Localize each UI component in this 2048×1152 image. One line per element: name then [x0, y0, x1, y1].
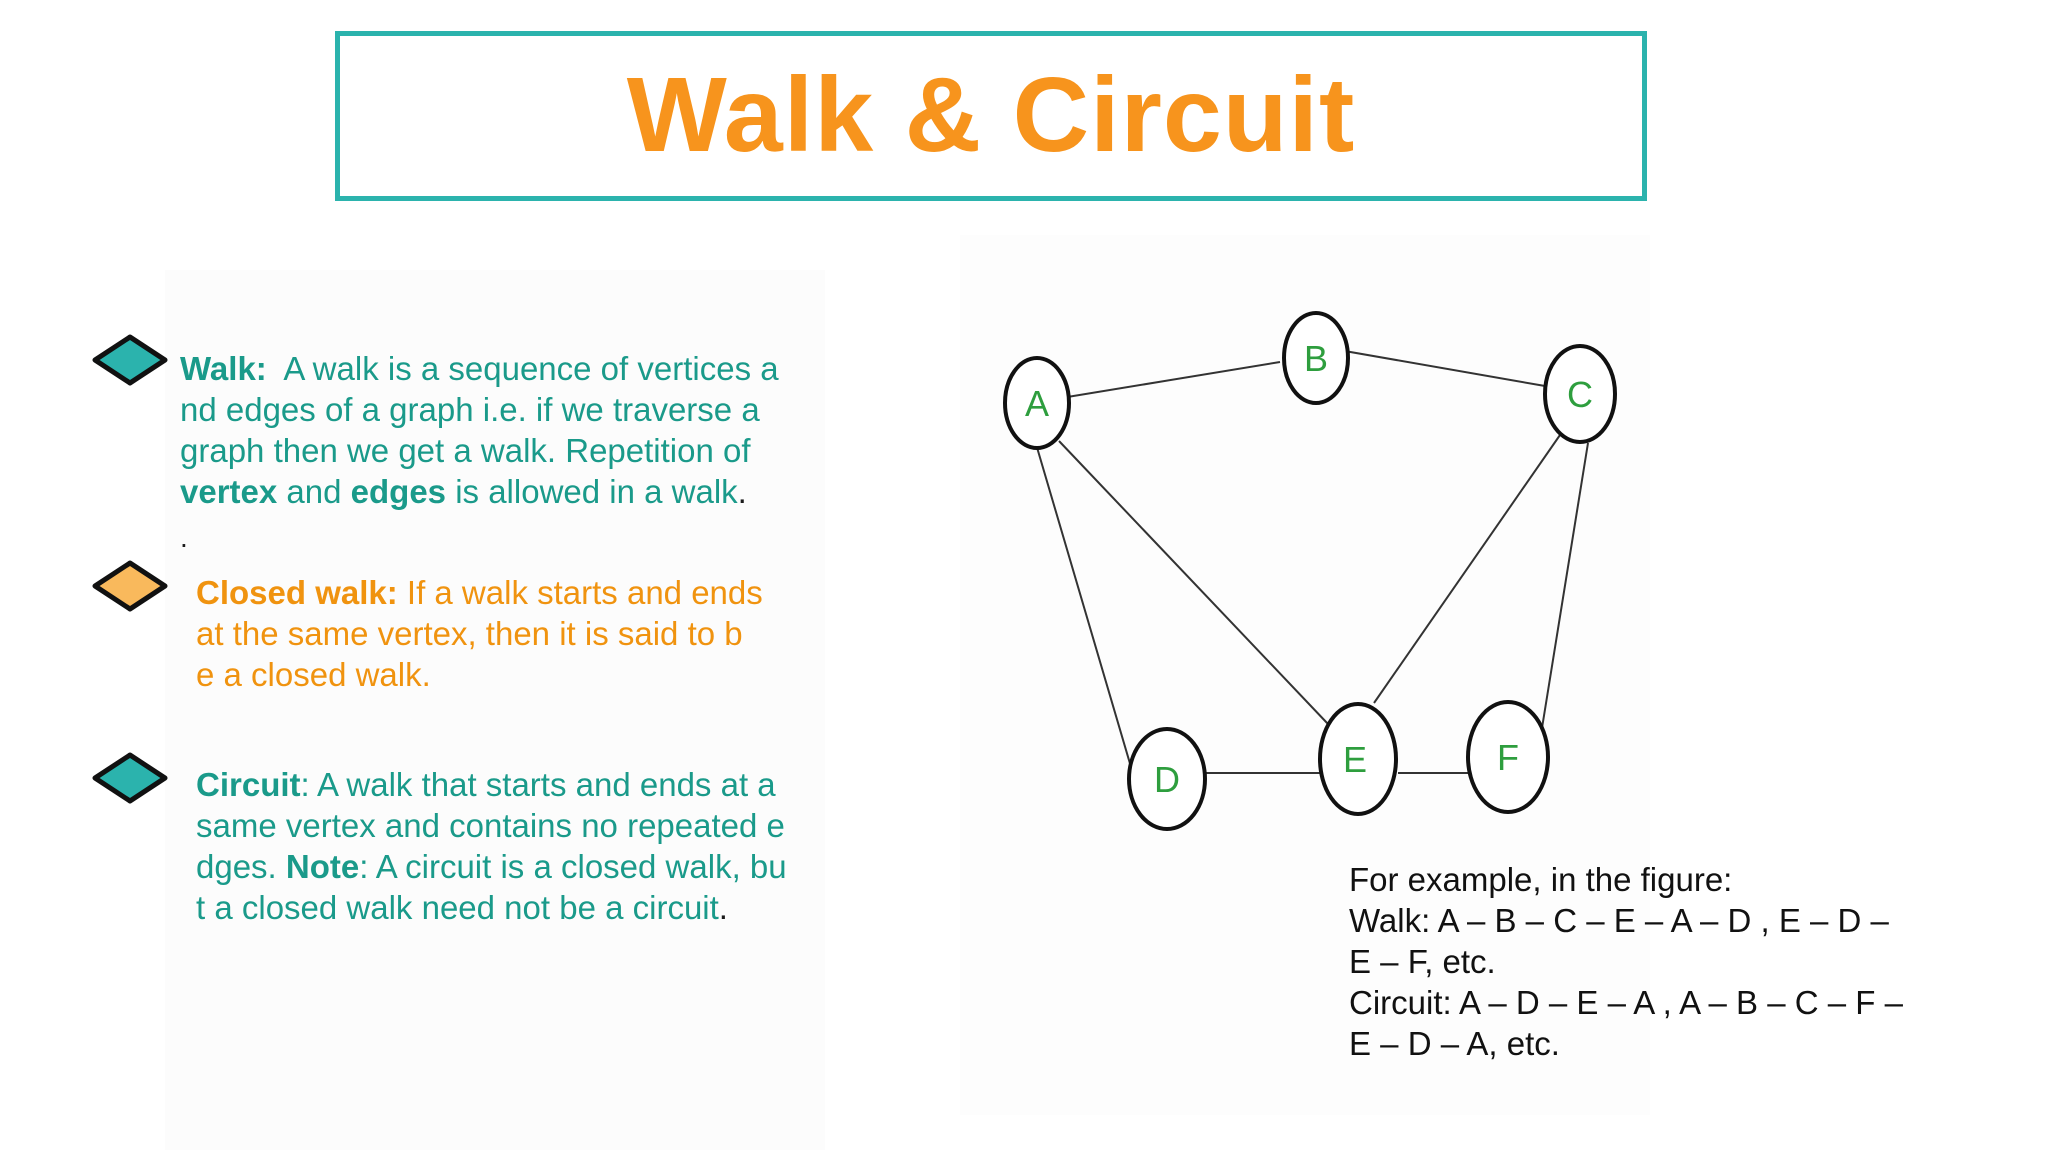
closed-walk-definition: Closed walk: If a walk starts and ends a…	[196, 572, 763, 695]
circuit-line-3-start: dges.	[196, 848, 286, 885]
circuit-note-term: Note	[285, 848, 360, 885]
walk-term: Walk:	[180, 350, 267, 387]
edge-b-c	[1315, 345, 1546, 387]
circuit-line-1: : A walk that starts and ends at a	[300, 766, 776, 803]
edge-a-d	[1035, 443, 1132, 768]
vertex-label-f: F	[1497, 737, 1519, 778]
vertex-label-a: A	[1025, 383, 1049, 424]
circuit-diamond-icon	[92, 752, 168, 804]
edge-c-f	[1541, 442, 1589, 729]
example-line-3: E – F, etc.	[1349, 943, 1496, 980]
circuit-definition: Circuit: A walk that starts and ends at …	[196, 764, 787, 928]
graph-diagram: A B C D E F	[1003, 311, 1617, 831]
walk-bold-vertex: vertex	[180, 473, 278, 510]
edge-a-e	[1058, 440, 1329, 725]
example-line-2: Walk: A – B – C – E – A – D , E – D –	[1349, 902, 1889, 939]
slide-title: Walk & Circuit	[626, 55, 1356, 174]
closed-walk-line-3: e a closed walk.	[196, 656, 431, 693]
walk-bold-edges: edges	[350, 473, 447, 510]
circuit-line-2: same vertex and contains no repeated e	[196, 807, 785, 844]
vertex-a-circle	[1003, 356, 1071, 450]
example-line-5: E – D – A, etc.	[1349, 1025, 1560, 1062]
walk-definition: Walk: A walk is a sequence of vertices a…	[180, 348, 779, 512]
walk-line-3: graph then we get a walk. Repetition of	[180, 432, 751, 469]
walk-line-1: A walk is a sequence of vertices a	[283, 350, 779, 387]
circuit-line-3-rest: : A circuit is a closed walk, bu	[359, 848, 787, 885]
walk-period: .	[737, 473, 747, 510]
left-panel-background	[165, 270, 825, 1150]
graph-vertices	[1003, 311, 1617, 831]
vertex-e-circle	[1318, 702, 1398, 816]
vertex-label-c: C	[1567, 374, 1593, 415]
edge-c-e	[1373, 434, 1561, 704]
closed-walk-line-2: at the same vertex, then it is said to b	[196, 615, 743, 652]
vertex-b-circle	[1282, 311, 1350, 405]
graph-labels: A B C D E F	[1025, 338, 1593, 800]
walk-text-and: and	[277, 473, 351, 510]
vertex-d-circle	[1127, 727, 1207, 831]
example-line-4: Circuit: A – D – E – A , A – B – C – F –	[1349, 984, 1903, 1021]
walk-trailing-dot: .	[180, 522, 188, 553]
vertex-label-b: B	[1304, 338, 1328, 379]
walk-text-allowed: is allowed in a walk	[446, 473, 738, 510]
closed-walk-term: Closed walk:	[196, 574, 398, 611]
circuit-line-4: t a closed walk need not be a circuit	[196, 889, 719, 926]
vertex-label-d: D	[1154, 759, 1180, 800]
vertex-label-e: E	[1343, 739, 1367, 780]
walk-line-2: nd edges of a graph i.e. if we traverse …	[180, 391, 760, 428]
example-line-1: For example, in the figure:	[1349, 861, 1733, 898]
closed-walk-diamond-icon	[92, 560, 168, 612]
example-text: For example, in the figure: Walk: A – B …	[1349, 859, 1903, 1064]
title-box: Walk & Circuit	[335, 31, 1647, 201]
circuit-period: .	[718, 889, 728, 926]
walk-diamond-icon	[92, 334, 168, 386]
vertex-f-circle	[1466, 700, 1550, 814]
vertex-c-circle	[1543, 344, 1617, 444]
circuit-term: Circuit	[196, 766, 301, 803]
closed-walk-line-1: If a walk starts and ends	[406, 574, 763, 611]
graph-edges	[1035, 345, 1589, 774]
edge-a-b	[1036, 361, 1281, 403]
